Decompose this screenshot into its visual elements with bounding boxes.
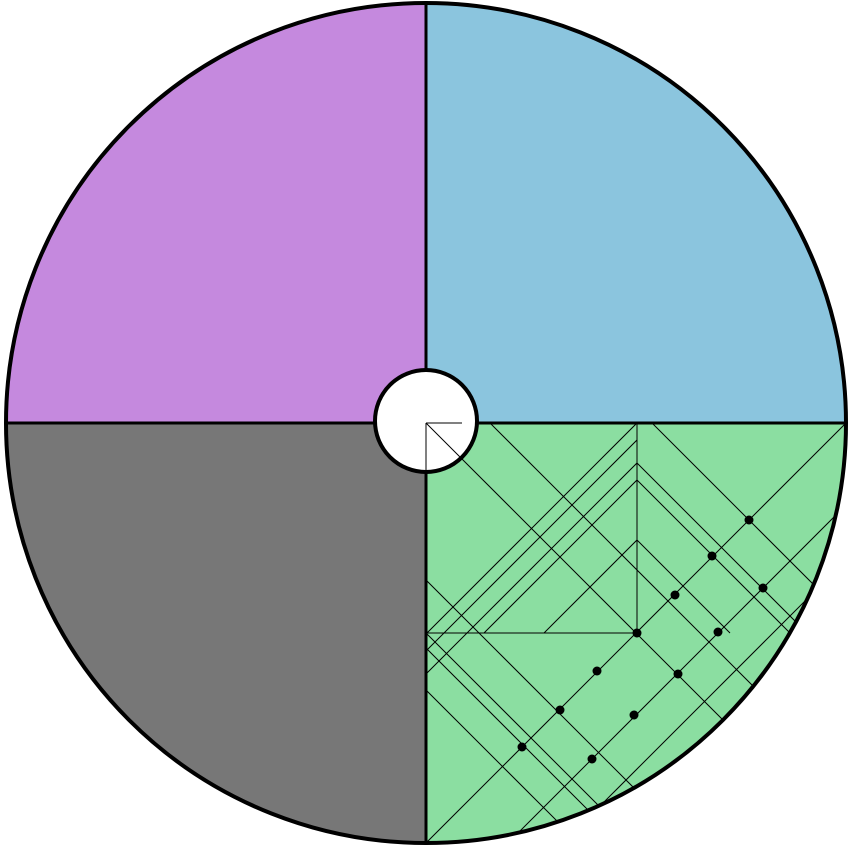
crease-point xyxy=(673,669,683,679)
outer-circle xyxy=(4,1,848,845)
crease-point xyxy=(517,742,527,752)
crease-point xyxy=(758,583,768,593)
crease-point xyxy=(592,666,602,676)
center-hole xyxy=(373,368,479,474)
crease-point xyxy=(629,710,639,720)
crease-point xyxy=(587,754,597,764)
crease-point xyxy=(713,627,723,637)
quadrant-top-left xyxy=(6,3,426,423)
crease-point xyxy=(670,590,680,600)
quadrant-bottom-left xyxy=(6,423,426,843)
crease-point xyxy=(555,705,565,715)
crease-point xyxy=(632,628,642,638)
crease-point xyxy=(744,515,754,525)
crease-point xyxy=(707,551,717,561)
hole-creases xyxy=(425,422,463,470)
crease-points xyxy=(517,515,768,764)
quadrant-top-right xyxy=(426,3,846,423)
